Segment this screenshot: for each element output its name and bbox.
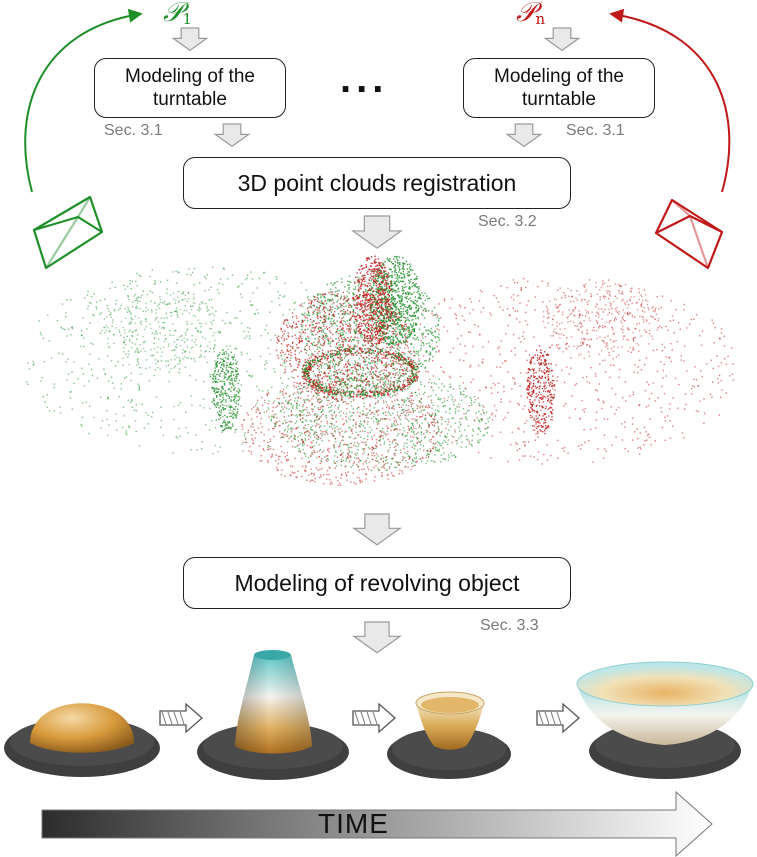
view-symbol-n: 𝒫 — [516, 0, 536, 28]
ellipsis: ... — [340, 57, 389, 101]
object-stage-3 — [387, 691, 511, 779]
revolving-section-ref: Sec. 3.3 — [480, 617, 539, 634]
object-stage-2 — [197, 650, 349, 780]
flow-arrow-5 — [350, 215, 404, 249]
view-symbol-1: 𝒫 — [163, 0, 183, 28]
flow-arrow-4 — [505, 123, 543, 148]
flow-arrow-7 — [352, 621, 402, 654]
object-stage-1 — [4, 703, 160, 777]
red-view-arrow — [609, 8, 731, 193]
flow-arrow-2 — [543, 27, 581, 52]
turntable-section-ref-1: Sec. 3.1 — [104, 122, 163, 139]
stage-arrow-1 — [159, 702, 203, 734]
registration-box: 3D point clouds registration — [183, 157, 571, 209]
timeline-label: TIME — [318, 808, 389, 839]
flow-arrows — [171, 27, 581, 654]
registration-section-ref: Sec. 3.2 — [478, 213, 537, 230]
registration-label: 3D point clouds registration — [237, 169, 517, 196]
flow-arrow-6 — [352, 513, 402, 546]
stage-arrow-3 — [536, 702, 580, 734]
turntable-model-box-1: Modeling of the turntable — [94, 58, 286, 118]
view-index-1: 1 — [182, 10, 193, 28]
turntable-model-label-1: Modeling of the turntable — [125, 66, 255, 110]
object-stage-4 — [576, 661, 754, 779]
red-camera-icon — [654, 198, 724, 270]
stage-arrow-2 — [352, 702, 396, 734]
view-label-n: 𝒫n — [516, 0, 545, 29]
flow-arrow-1 — [171, 27, 209, 52]
view-label-1: 𝒫1 — [163, 0, 192, 29]
revolving-object-box: Modeling of revolving object — [183, 557, 571, 609]
point-cloud — [25, 255, 735, 486]
green-view-arrow — [24, 8, 143, 193]
turntable-section-ref-2: Sec. 3.1 — [566, 122, 625, 139]
stage-arrows — [159, 702, 580, 734]
revolving-object-label: Modeling of revolving object — [234, 569, 520, 596]
flow-arrow-3 — [213, 123, 251, 148]
turntable-model-label-2: Modeling of the turntable — [494, 66, 624, 110]
view-index-n: n — [535, 10, 546, 28]
turntable-model-box-2: Modeling of the turntable — [463, 58, 655, 118]
green-camera-icon — [32, 195, 104, 270]
time-arrow — [41, 790, 713, 857]
